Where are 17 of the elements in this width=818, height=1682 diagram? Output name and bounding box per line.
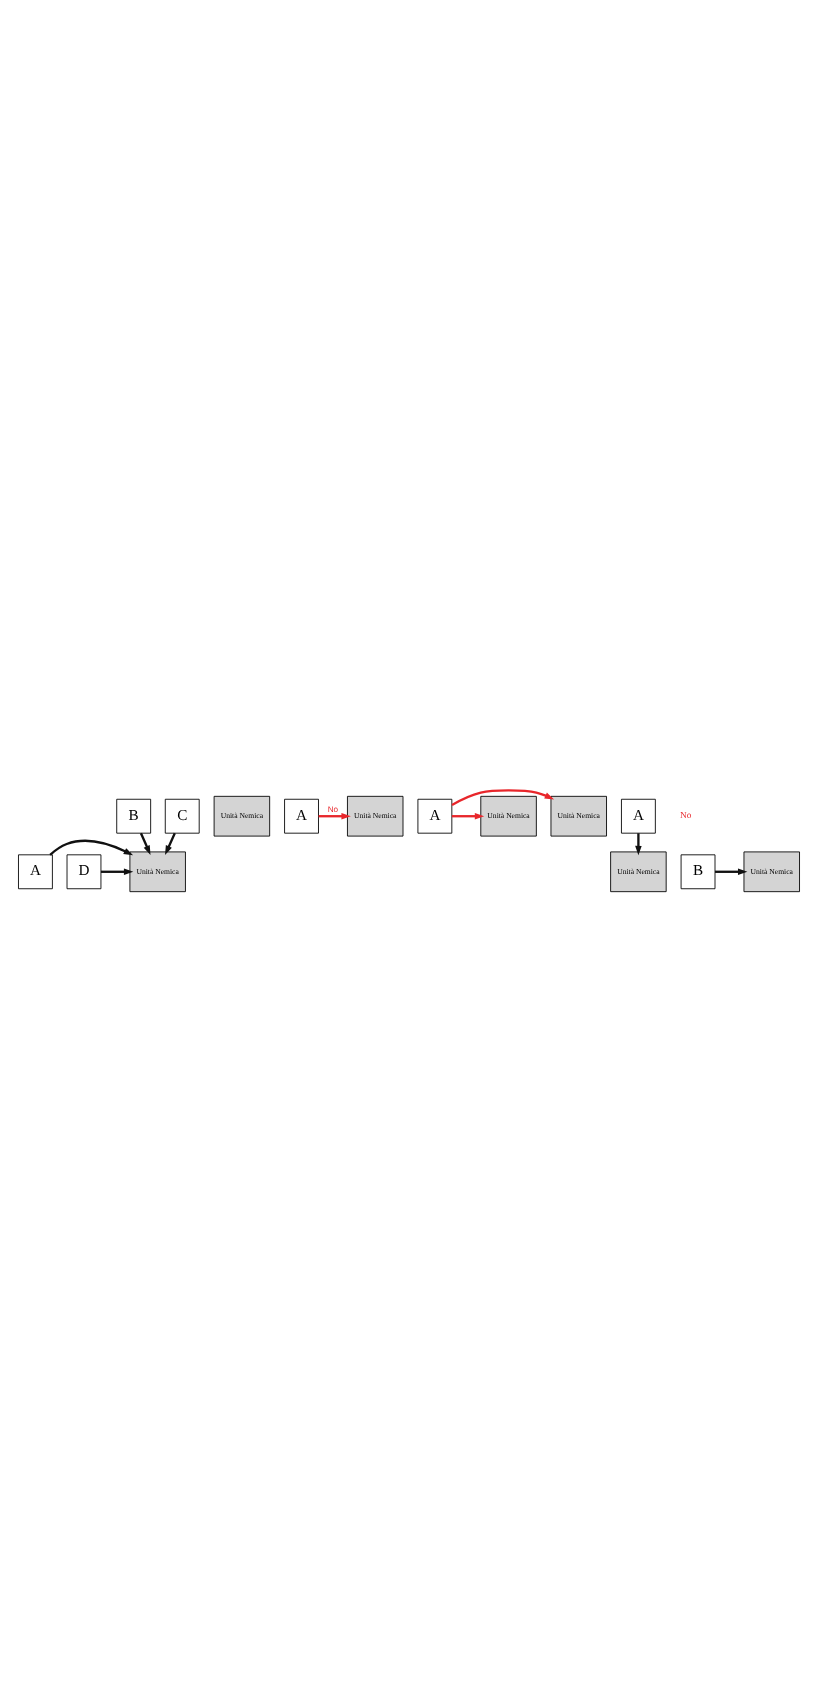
node-box: B [116,798,152,834]
arrow [100,868,134,876]
arrow [451,812,485,820]
node-box: A [621,798,656,834]
node-box: D [66,854,102,890]
node-box: A [284,798,319,834]
arrow [715,868,748,876]
arrow [451,789,555,806]
arrow [635,833,642,856]
arrow [139,832,151,855]
node-box: A [18,854,53,890]
node-box: B [680,854,716,890]
arrow [49,839,134,856]
arrow [165,832,176,855]
node-box: A [417,798,453,834]
node-box: C [164,798,200,834]
arrow [318,812,351,820]
